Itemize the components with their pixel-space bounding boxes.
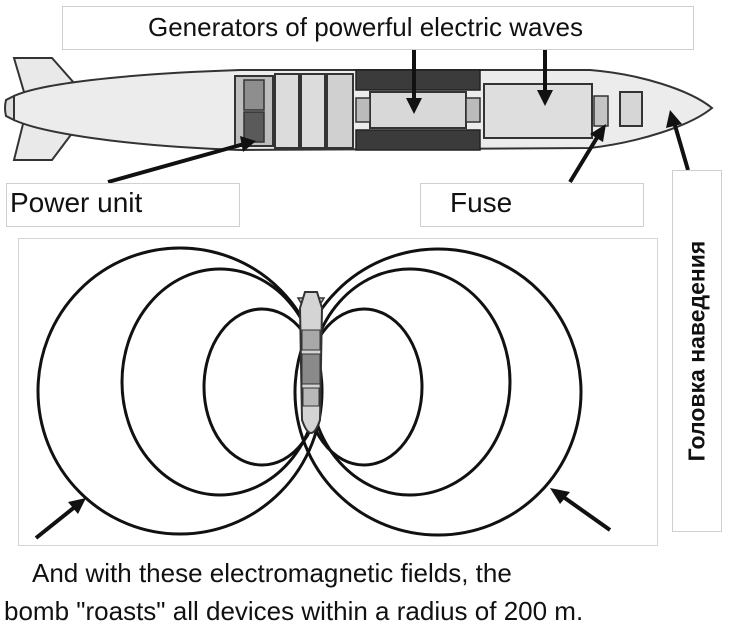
caption-line-2: bomb "roasts" all devices within a radiu…	[4, 596, 584, 626]
caption	[0, 547, 732, 640]
generator-arrow-2	[537, 46, 553, 106]
power-unit-label-box	[6, 183, 240, 227]
segment-3	[326, 73, 354, 149]
tail-cone	[4, 94, 15, 122]
generator-arrow-1	[406, 46, 422, 114]
segment-1	[274, 73, 300, 149]
caption-line-1: And with these electromagnetic fields, t…	[32, 558, 512, 588]
bomb-top-band-3	[302, 387, 320, 407]
homing-head-label: Головка наведения	[683, 240, 710, 462]
field-loop-right-outer	[293, 247, 583, 537]
homing-head-label-box	[672, 170, 722, 532]
generator-housing-bottom	[355, 129, 481, 151]
fuse-cap	[619, 91, 643, 127]
fuse-label: Fuse	[450, 187, 513, 218]
fuse-label-box	[420, 183, 644, 227]
generator-housing-top	[355, 69, 481, 91]
power-unit-cell-lower	[243, 111, 265, 143]
field-arrow-left	[34, 498, 86, 540]
generator-core	[369, 91, 467, 129]
generators-label-box	[62, 6, 694, 50]
fuse-arrow	[568, 124, 606, 184]
homing-head-arrow	[666, 110, 690, 171]
field-loop-left-outer	[36, 246, 324, 536]
power-unit-label: Power unit	[10, 187, 143, 218]
pointer-arrows	[34, 46, 690, 540]
field-arrow-right	[550, 488, 612, 532]
generators-label: Generators of powerful electric waves	[148, 12, 583, 42]
power-unit-arrow	[107, 136, 256, 184]
bomb-side-view	[4, 57, 714, 161]
generator-cap-right	[465, 97, 481, 123]
bomb-top-band-1	[301, 329, 321, 351]
fuse-block	[593, 95, 609, 127]
segment-2	[300, 73, 326, 149]
field-lines	[36, 246, 583, 537]
power-unit-cell-upper	[243, 79, 265, 111]
field-diagram-frame	[18, 238, 658, 546]
bomb-top-view	[296, 291, 326, 434]
generator-2	[483, 83, 593, 139]
bomb-top-band-2	[301, 353, 321, 385]
generator-cap-left	[355, 97, 371, 123]
